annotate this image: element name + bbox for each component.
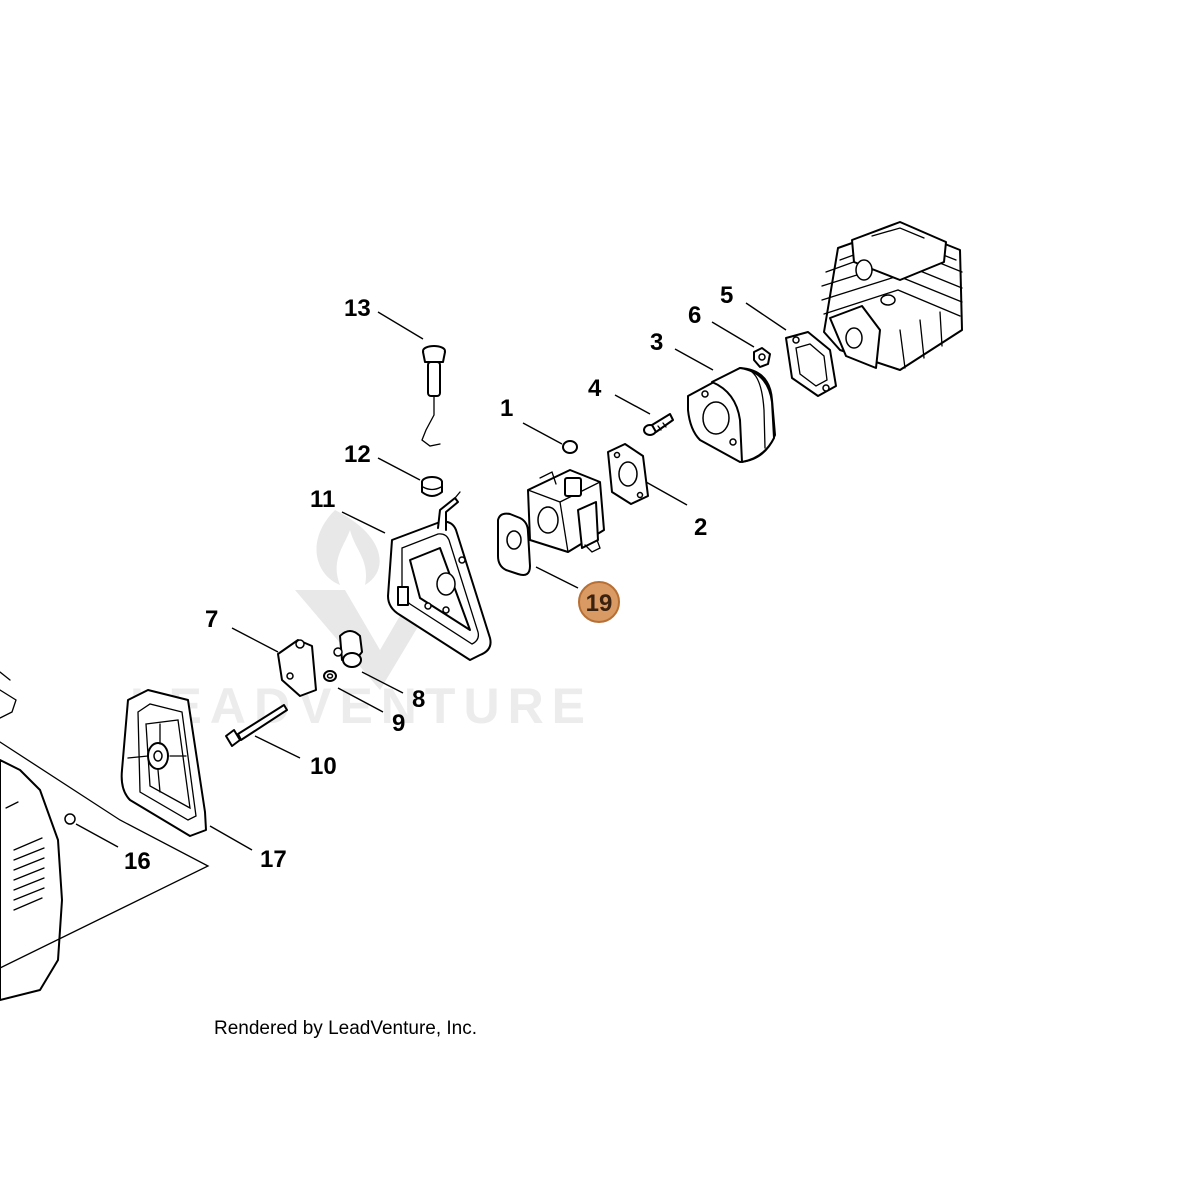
leader-lines xyxy=(75,302,787,851)
callout-2: 2 xyxy=(694,514,707,541)
footer-credit: Rendered by LeadVenture, Inc. xyxy=(214,1018,477,1039)
callout-16: 16 xyxy=(124,848,151,875)
callout-labels: 13 12 11 1 4 3 6 5 2 7 8 9 10 17 16 xyxy=(124,282,733,875)
callout-6: 6 xyxy=(688,302,701,329)
part-19-gasket xyxy=(497,512,531,576)
callout-5: 5 xyxy=(720,282,733,309)
part-10-bolt xyxy=(225,704,288,747)
highlight-circle[interactable] xyxy=(578,581,620,623)
callout-7: 7 xyxy=(205,606,218,633)
part-3-manifold xyxy=(687,367,776,463)
callout-9: 9 xyxy=(392,710,405,737)
part-16-cover xyxy=(0,671,210,1001)
callout-19: 19 xyxy=(586,590,613,617)
part-5-gasket xyxy=(785,331,837,397)
callout-11: 11 xyxy=(310,486,335,513)
callout-10: 10 xyxy=(310,753,337,780)
carburetor xyxy=(527,469,605,553)
part-17-air-filter xyxy=(120,689,207,837)
callout-8: 8 xyxy=(412,686,425,713)
callout-13: 13 xyxy=(344,295,371,322)
part-12-grommet xyxy=(421,476,443,497)
callout-17: 17 xyxy=(260,846,287,873)
part-4-screw xyxy=(643,413,674,436)
watermark-text: LEADVENTURE xyxy=(130,678,593,734)
part-8-choke-lever xyxy=(333,630,363,668)
part-6-nut xyxy=(753,347,771,368)
cylinder xyxy=(821,221,963,371)
highlighted-part-badge[interactable]: 19 xyxy=(578,581,620,623)
callout-3: 3 xyxy=(650,329,663,356)
part-1-o-ring xyxy=(562,440,578,454)
part-9-washer xyxy=(323,670,337,682)
watermark-logo: LEADVENTURE xyxy=(130,510,593,734)
part-11-filter-frame xyxy=(387,491,492,661)
callout-12: 12 xyxy=(344,441,371,468)
part-13-knob xyxy=(421,345,446,447)
part-7-bracket xyxy=(277,639,317,697)
callout-4: 4 xyxy=(588,375,602,402)
callout-1: 1 xyxy=(500,395,513,422)
part-2-gasket xyxy=(607,443,649,505)
